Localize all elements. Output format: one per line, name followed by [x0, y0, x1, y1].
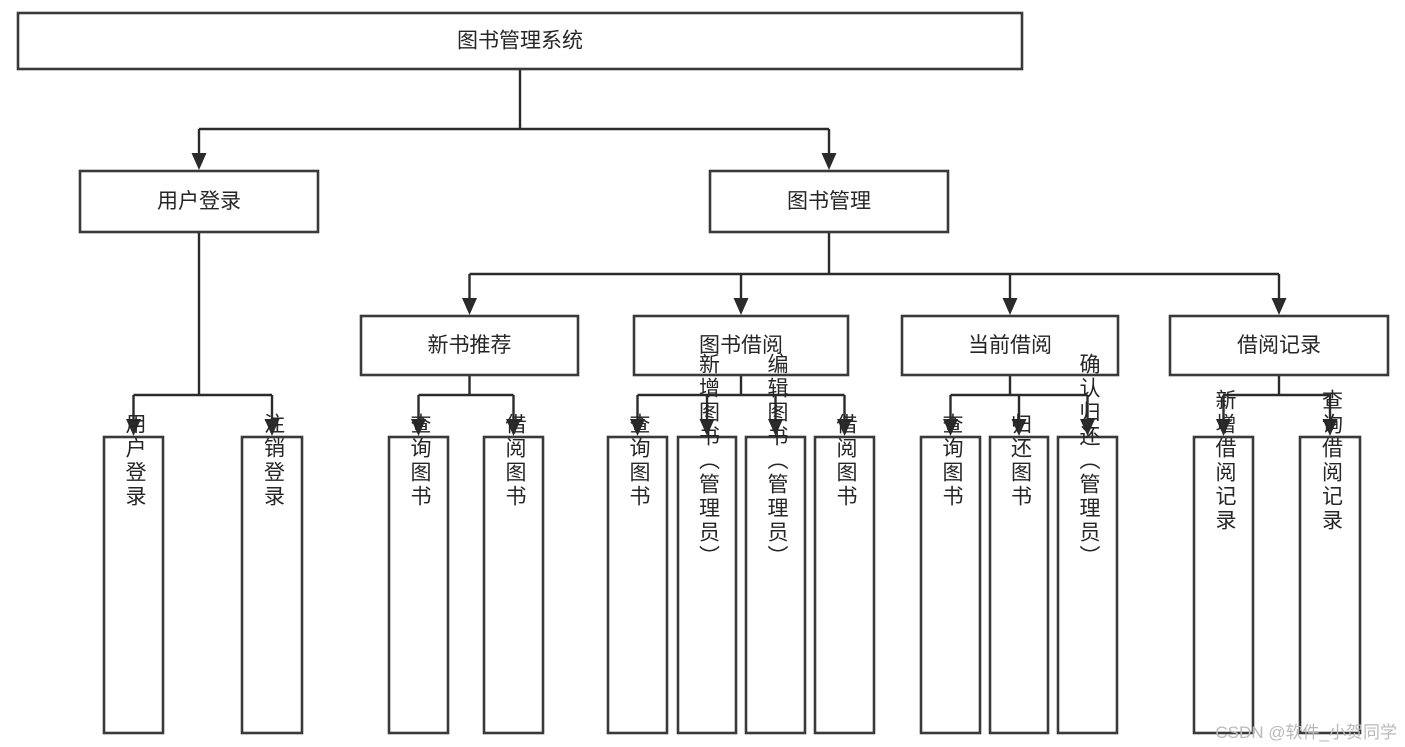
edge-group-user-login [126, 232, 280, 436]
node-leaf-query-book-1[interactable]: 查询图书 [387, 413, 450, 735]
node-box-new-book-recommend [359, 314, 580, 377]
node-leaf-borrow-book-1[interactable]: 借阅图书 [482, 413, 545, 735]
arrow-head-icon [943, 419, 958, 436]
arrow-head-icon [126, 419, 141, 436]
arrow-head-icon [1216, 419, 1231, 436]
node-leaf-user-login[interactable]: 用户登录 [102, 413, 165, 735]
arrow-head-icon [462, 298, 477, 315]
node-label-leaf-user-login: 用户登录 [123, 413, 147, 509]
node-label-leaf-confirm-return: 确认归还（管理员） [1077, 353, 1101, 569]
node-label-new-book-recommend: 新书推荐 [428, 334, 512, 357]
edge-group-book-borrow [630, 375, 852, 436]
arrow-head-icon [1011, 419, 1027, 436]
node-leaf-query-book-2[interactable]: 查询图书 [606, 413, 669, 735]
node-label-root: 图书管理系统 [457, 30, 583, 53]
node-leaf-query-book-3[interactable]: 查询图书 [919, 413, 982, 735]
node-label-leaf-query-book-3: 查询图书 [940, 413, 964, 509]
arrow-head-icon [699, 419, 715, 436]
node-box-user-login [78, 169, 320, 234]
node-leaf-confirm-return[interactable]: 确认归还（管理员） [1056, 353, 1119, 735]
node-leaf-add-record[interactable]: 新增借阅记录 [1192, 389, 1255, 735]
node-box-leaf-query-book-3 [919, 435, 982, 735]
node-label-borrow-record: 借阅记录 [1237, 334, 1321, 357]
edge-group-borrow-record [1216, 375, 1338, 436]
arrow-head-icon [264, 419, 280, 436]
node-label-leaf-return-book: 归还图书 [1008, 413, 1032, 509]
node-label-book-manage: 图书管理 [787, 190, 871, 213]
node-current-borrow[interactable]: 当前借阅 [900, 314, 1120, 377]
node-label-book-borrow: 图书借阅 [699, 334, 783, 357]
node-box-current-borrow [900, 314, 1120, 377]
node-leaf-query-record[interactable]: 查询借阅记录 [1298, 389, 1362, 735]
node-label-leaf-borrow-book-1: 借阅图书 [503, 413, 527, 509]
node-leaf-add-book[interactable]: 新增图书（管理员） [676, 353, 738, 735]
edge-group-current-borrow [943, 375, 1095, 436]
edge-group-new-book-recommend [411, 375, 521, 436]
node-box-leaf-add-record [1192, 435, 1255, 735]
arrow-head-icon [1080, 419, 1095, 436]
node-box-leaf-query-book-2 [606, 435, 669, 735]
node-label-leaf-borrow-book-2: 借阅图书 [834, 413, 858, 509]
node-box-leaf-user-login [102, 435, 165, 735]
node-new-book-recommend[interactable]: 新书推荐 [359, 314, 580, 377]
node-box-leaf-borrow-book-1 [482, 435, 545, 735]
node-label-leaf-edit-book: 编辑图书（管理员） [765, 353, 789, 569]
node-box-leaf-query-record [1298, 435, 1362, 735]
node-book-manage[interactable]: 图书管理 [708, 169, 950, 234]
edge-group-book-manage [462, 232, 1287, 315]
arrow-head-icon [837, 419, 852, 436]
node-label-leaf-add-book: 新增图书（管理员） [696, 353, 720, 569]
edge-layer [126, 69, 1338, 436]
arrow-head-icon [630, 419, 645, 436]
arrow-head-icon [768, 419, 783, 436]
node-label-leaf-add-record: 新增借阅记录 [1213, 389, 1237, 533]
node-label-current-borrow: 当前借阅 [968, 334, 1052, 357]
node-box-root [16, 11, 1024, 71]
node-label-leaf-query-book-1: 查询图书 [408, 413, 432, 509]
node-box-leaf-add-book [676, 435, 738, 735]
node-label-leaf-query-record: 查询借阅记录 [1319, 389, 1343, 533]
arrow-head-icon [1271, 298, 1287, 315]
node-leaf-borrow-book-2[interactable]: 借阅图书 [813, 413, 876, 735]
node-box-leaf-return-book [988, 435, 1050, 735]
arrow-head-icon [733, 298, 749, 315]
node-leaf-logout[interactable]: 注销登录 [240, 413, 304, 735]
node-box-leaf-borrow-book-2 [813, 435, 876, 735]
arrow-head-icon [1322, 419, 1338, 436]
node-borrow-record[interactable]: 借阅记录 [1168, 314, 1390, 377]
node-box-leaf-edit-book [744, 435, 807, 735]
edge-group-root [191, 69, 837, 170]
node-user-login[interactable]: 用户登录 [78, 169, 320, 234]
arrow-head-icon [506, 419, 521, 436]
arrow-head-icon [821, 153, 837, 170]
node-box-book-borrow [632, 314, 850, 377]
arrow-head-icon [1002, 298, 1018, 315]
arrow-head-icon [191, 153, 207, 170]
node-label-leaf-query-book-2: 查询图书 [627, 413, 651, 509]
node-layer: 图书管理系统用户登录图书管理新书推荐图书借阅当前借阅借阅记录用户登录注销登录查询… [16, 11, 1390, 735]
node-box-leaf-query-book-1 [387, 435, 450, 735]
node-box-borrow-record [1168, 314, 1390, 377]
arrow-head-icon [411, 419, 426, 436]
node-leaf-edit-book[interactable]: 编辑图书（管理员） [744, 353, 807, 735]
node-leaf-return-book[interactable]: 归还图书 [988, 413, 1050, 735]
node-root[interactable]: 图书管理系统 [16, 11, 1024, 71]
node-label-leaf-logout: 注销登录 [261, 413, 285, 509]
node-box-book-manage [708, 169, 950, 234]
node-box-leaf-logout [240, 435, 304, 735]
node-book-borrow[interactable]: 图书借阅 [632, 314, 850, 377]
node-box-leaf-confirm-return [1056, 435, 1119, 735]
node-label-user-login: 用户登录 [157, 190, 241, 213]
